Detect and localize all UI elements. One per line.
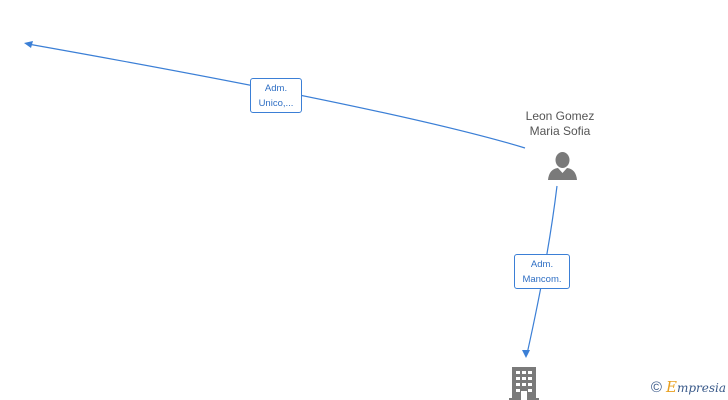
edge-label-line1: Adm.	[530, 258, 554, 270]
edge-label-adm-unico[interactable]: Adm. Unico,...	[250, 78, 302, 113]
edge-label-line2: Mancom.	[522, 273, 562, 285]
brand-initial: E	[665, 378, 677, 396]
person-name-line1: Leon Gomez	[525, 109, 595, 123]
edge-label-line1: Adm.	[264, 82, 288, 94]
copyright-icon: ©	[650, 378, 662, 396]
edge-line-adm-unico	[27, 43, 526, 149]
building-icon[interactable]	[509, 367, 539, 400]
edge-arrowhead-adm-mancom	[522, 350, 530, 358]
brand-name: mpresia	[676, 381, 726, 395]
edge-label-adm-mancom[interactable]: Adm. Mancom.	[514, 254, 570, 289]
edge-label-line2: Unico,...	[258, 97, 294, 109]
empresia-watermark: © Empresia	[651, 378, 726, 396]
brand-logo: Empresia	[666, 378, 726, 396]
person-name-line2: Maria Sofia	[529, 124, 591, 138]
person-icon[interactable]	[547, 150, 578, 181]
person-node-label[interactable]: Leon Gomez Maria Sofia	[500, 109, 620, 139]
edge-arrowhead-adm-unico	[24, 41, 33, 48]
